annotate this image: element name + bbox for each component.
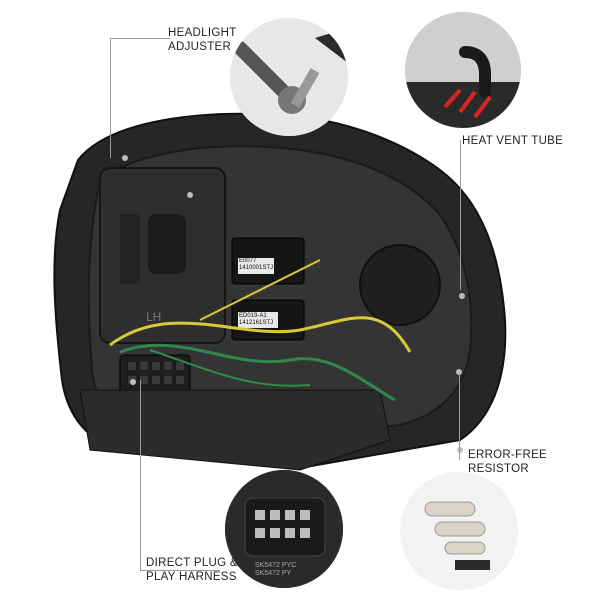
lead-line-vent (460, 140, 461, 290)
label-headlight-adjuster: HEADLIGHT ADJUSTER (168, 26, 237, 54)
label-heat-vent: HEAT VENT TUBE (462, 135, 564, 147)
label-direct-plug: DIRECT PLUG & (146, 557, 238, 569)
label-play-harness: PLAY HARNESS (146, 571, 237, 583)
module-bottom-code: ED019-A1 (239, 313, 267, 319)
connector-plug-icon (225, 470, 343, 588)
detail-circle-harness: SK5472 PYC SK5472 PY (225, 470, 343, 588)
lead-line-harness-h (140, 570, 220, 571)
lead-line-harness (140, 380, 141, 570)
label-direct-plug-harness: DIRECT PLUG & PLAY HARNESS (146, 556, 238, 584)
label-resistor: RESISTOR (468, 463, 529, 475)
module-bottom-label: ED019-A1 1412161STJ (239, 313, 273, 327)
ratchet-wrench-icon (230, 18, 348, 136)
connector-mark-1: SK5472 PYC (255, 562, 297, 569)
connector-mark-2: SK5472 PY (255, 570, 292, 577)
lead-line-adjuster (110, 38, 111, 158)
module-bottom-serial: 1412161STJ (239, 320, 274, 326)
lead-line-resistor (459, 372, 460, 460)
module-top-serial: 1410001STJ (239, 265, 274, 271)
module-top-code: E0077 (239, 258, 257, 264)
resistor-icon (400, 472, 518, 590)
housing-side-mark: LH (146, 310, 162, 324)
detail-circle-vent (405, 12, 521, 128)
label-error-free: ERROR-FREE (468, 449, 548, 461)
detail-circle-resistor (400, 472, 518, 590)
label-headlight: HEADLIGHT (168, 27, 237, 39)
vent-tube-icon (405, 12, 521, 128)
module-top-label: E0077 1410001STJ (239, 258, 273, 272)
detail-circle-adjuster (230, 18, 348, 136)
label-error-free-resistor: ERROR-FREE RESISTOR (468, 448, 547, 476)
connector-marking: SK5472 PYC SK5472 PY (255, 562, 296, 578)
label-heat-vent-tube: HEAT VENT TUBE (462, 134, 563, 148)
label-adjuster: ADJUSTER (168, 41, 232, 53)
lead-line-adjuster-h (110, 38, 170, 39)
